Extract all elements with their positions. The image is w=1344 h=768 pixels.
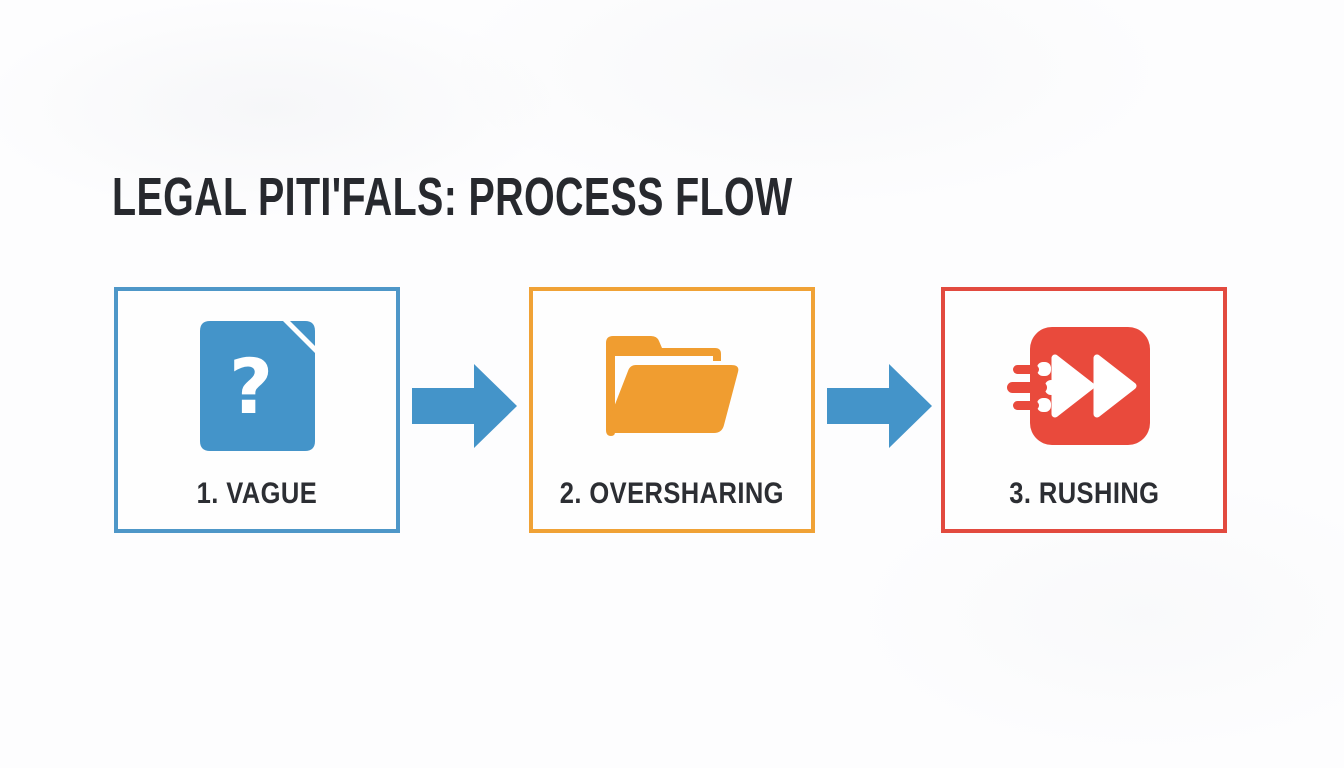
step-label: 1. VAGUE <box>196 477 318 510</box>
step-box-rushing: 3. RUSHING <box>941 287 1227 533</box>
open-folder-icon <box>603 319 741 453</box>
step-box-oversharing: 2. OVERSHARING <box>529 287 815 533</box>
step-box-vague: ? 1. VAGUE <box>114 287 400 533</box>
arrow-right-icon <box>412 363 518 449</box>
fast-forward-icon <box>1007 319 1153 453</box>
page-title: LEGAL PITI'FALS: PROCESS FLOW <box>112 167 793 227</box>
document-question-icon: ? <box>199 319 315 453</box>
step-label: 3. RUSHING <box>1008 477 1160 510</box>
arrow-right-icon <box>827 363 933 449</box>
svg-text:?: ? <box>228 342 272 431</box>
step-label: 2. OVERSHARING <box>559 477 785 510</box>
